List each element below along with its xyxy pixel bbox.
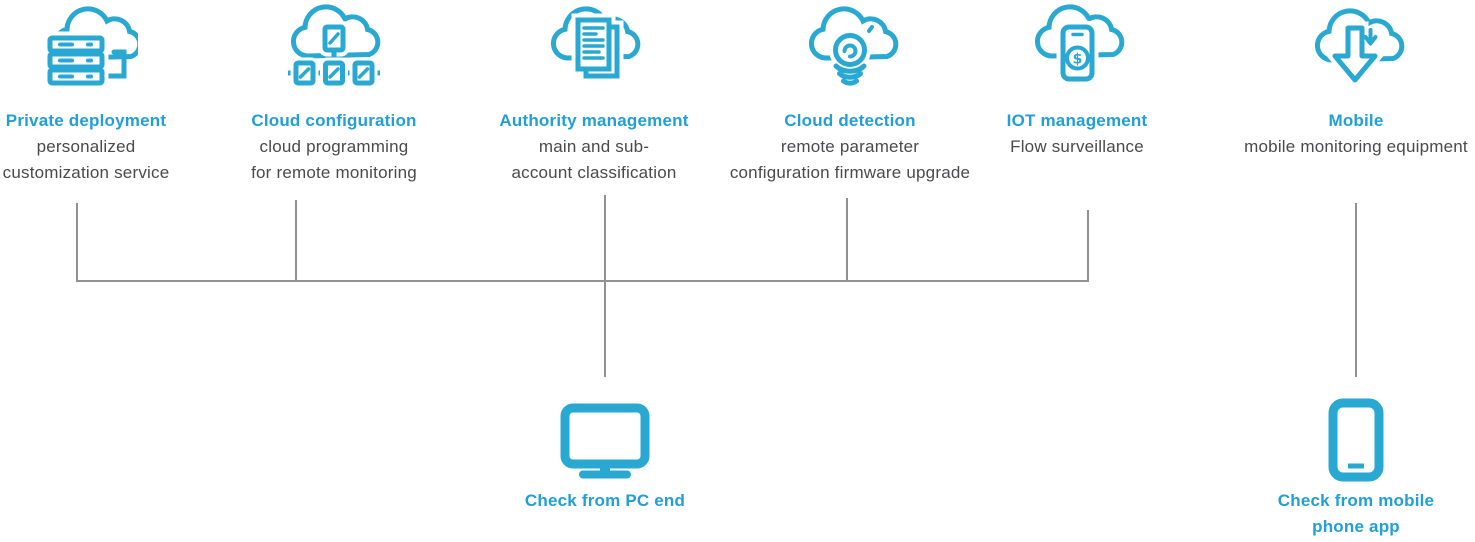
feature-title: Private deployment xyxy=(5,111,167,130)
feature-subtitle: cloud programming for remote monitoring xyxy=(251,137,417,182)
feature-title: Authority management xyxy=(499,111,689,130)
endpoint-mobile-label: Check from mobile phone app xyxy=(1277,491,1435,536)
connector-drop-mobile-to-phone xyxy=(1355,203,1357,377)
feature-title: Cloud detection xyxy=(784,111,916,130)
desktop-monitor-icon xyxy=(505,402,705,488)
cloud-server-icon xyxy=(0,0,216,102)
connector-trunk-line xyxy=(76,280,1089,282)
feature-private-deployment: Private deployment personalized customiz… xyxy=(0,0,216,186)
cloud-detection-icon xyxy=(720,0,980,102)
feature-authority-management: Authority management main and sub- accou… xyxy=(464,0,724,186)
feature-mobile: Mobile mobile monitoring equipment xyxy=(1231,0,1475,160)
connector-drop-private-deployment xyxy=(76,203,78,281)
cloud-download-icon xyxy=(1231,0,1475,102)
connector-drop-cloud-configuration xyxy=(295,200,297,281)
feature-cloud-configuration: Cloud configuration cloud programming fo… xyxy=(204,0,464,186)
feature-subtitle: remote parameter configuration firmware … xyxy=(729,137,971,182)
cloud-document-icon xyxy=(464,0,724,102)
cloud-network-icon xyxy=(204,0,464,102)
feature-title: IOT management xyxy=(1006,111,1148,130)
endpoint-mobile: Check from mobile phone app xyxy=(1256,398,1456,540)
feature-subtitle: mobile monitoring equipment xyxy=(1244,137,1468,156)
feature-title: Mobile xyxy=(1328,111,1384,130)
endpoint-pc: Check from PC end xyxy=(505,402,705,514)
endpoint-pc-label: Check from PC end xyxy=(524,491,686,510)
feature-subtitle: personalized customization service xyxy=(2,137,170,182)
connector-drop-authority-to-pc xyxy=(604,195,606,377)
feature-subtitle: main and sub- account classification xyxy=(511,137,677,182)
connector-drop-cloud-detection xyxy=(846,198,848,281)
feature-iot-management: $ IOT management Flow surveillance xyxy=(947,0,1207,160)
feature-cloud-detection: Cloud detection remote parameter configu… xyxy=(720,0,980,186)
feature-title: Cloud configuration xyxy=(251,111,417,130)
connector-drop-iot-management xyxy=(1087,210,1089,281)
mobile-phone-icon xyxy=(1256,398,1456,488)
svg-text:$: $ xyxy=(1073,52,1083,68)
feature-subtitle: Flow surveillance xyxy=(1010,137,1144,156)
cloud-phone-icon: $ xyxy=(947,0,1207,102)
